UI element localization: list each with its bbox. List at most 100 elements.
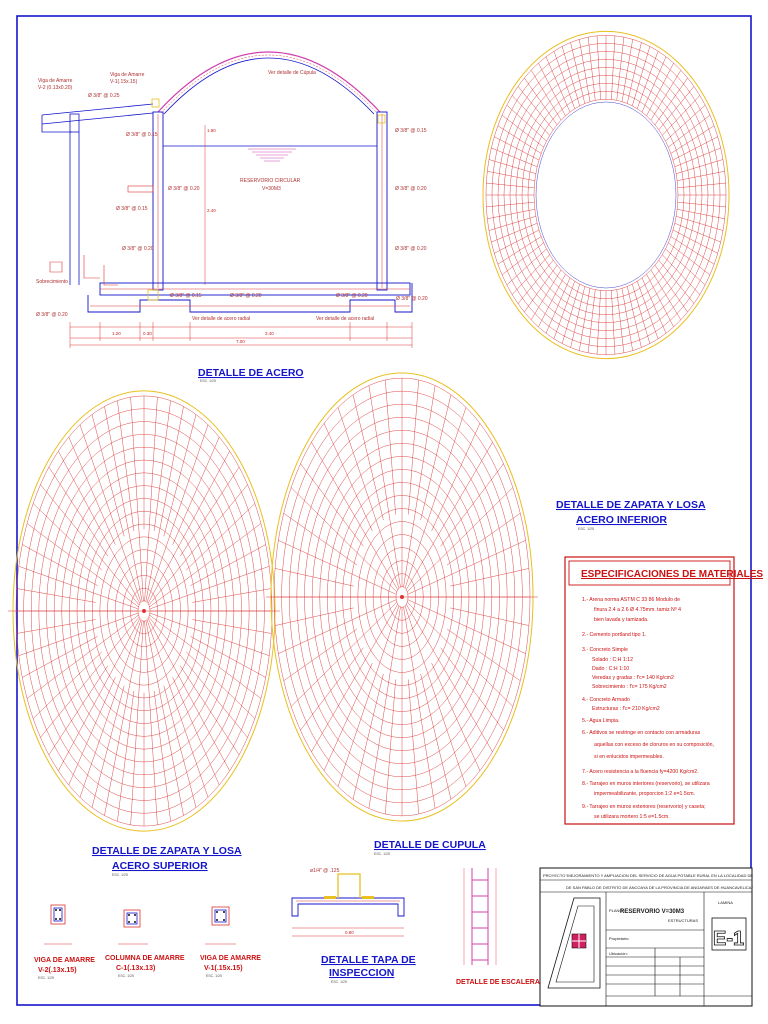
radial-bar xyxy=(501,242,544,275)
title-escalera: DETALLE DE ESCALERA xyxy=(456,979,540,986)
column-c1-dims: C-1(.13x.13) xyxy=(116,965,155,972)
radial-bar xyxy=(311,442,398,590)
radial-bar xyxy=(654,265,688,313)
radial-bar xyxy=(665,104,706,142)
radial-bar xyxy=(180,466,240,557)
ring-bar xyxy=(533,99,679,291)
tb-proyecto-2: DE SAN PABLO DE DISTRITO DE ANCOAYA DE L… xyxy=(566,885,753,890)
radial-bar xyxy=(668,242,711,275)
rebar-label: Ø 3/8" @ 0.15 xyxy=(395,128,427,134)
rebar-label: Ø 3/8" @ 0.20 xyxy=(336,293,368,299)
radial-bar xyxy=(506,248,547,286)
title-zapata-superior-2: ACERO SUPERIOR xyxy=(112,860,208,872)
title-detalle-acero: DETALLE DE ACERO xyxy=(198,367,304,379)
radial-bar xyxy=(190,544,266,586)
spec-line: 9.- Tarrajeo en muros exteriores (reserv… xyxy=(582,804,706,810)
spec-line: Veredas y gradas : f'c= 140 Kg/cm2 xyxy=(592,675,674,681)
radial-bar xyxy=(144,621,158,825)
radial-bar xyxy=(283,628,358,681)
spec-line: 3.- Concreto Simple xyxy=(582,647,628,653)
radial-bar xyxy=(487,209,535,220)
spec-line: Sobrecimiento : f'c= 175 Kg/cm2 xyxy=(592,684,667,690)
radial-bar xyxy=(18,612,139,656)
radial-bar xyxy=(385,679,396,815)
radial-bar xyxy=(632,46,651,106)
radial-bar xyxy=(491,223,538,243)
spec-line: se utilizara mortero 1:5 e=1.5cm. xyxy=(594,814,670,820)
radial-bar xyxy=(58,451,141,604)
plan-center xyxy=(142,609,146,613)
radial-bar xyxy=(621,288,633,351)
radial-bar xyxy=(497,125,542,154)
column-c1-title: COLUMNA DE AMARRE xyxy=(105,955,185,962)
beam-v2-section: VIGA DE AMARRE V-2(.13x.15) ESC. 1/25 xyxy=(34,904,95,980)
radial-bar xyxy=(450,568,529,587)
beam-v2-title: VIGA DE AMARRE xyxy=(34,957,95,964)
radial-bar xyxy=(149,566,270,610)
radial-bar xyxy=(149,523,262,608)
radial-bar xyxy=(672,136,718,161)
radial-bar xyxy=(674,147,721,167)
dim-freeboard: 1.80 xyxy=(207,128,216,133)
radial-bar xyxy=(650,269,682,320)
radial-bar xyxy=(517,259,554,304)
radial-bar xyxy=(404,407,467,589)
radial-bar xyxy=(611,35,616,100)
radial-bar xyxy=(148,616,248,738)
radial-bar xyxy=(650,70,682,121)
radial-ref-2: Ver detalle de acero radial xyxy=(316,316,374,322)
radial-bar xyxy=(153,400,171,532)
radial-bar xyxy=(545,56,571,113)
radial-bar xyxy=(517,86,554,131)
right-wall xyxy=(376,111,388,291)
radial-bar xyxy=(68,436,116,545)
radial-bar xyxy=(486,201,535,208)
scale-note: ESC. 1/25 xyxy=(206,974,222,978)
tb-ubicacion: Ubicación: xyxy=(609,951,628,956)
dim-inner: 3.40 xyxy=(265,331,274,336)
radial-bar xyxy=(637,51,659,109)
radial-ref-1: Ver detalle de acero radial xyxy=(192,316,250,322)
beam-v1-title: VIGA DE AMARRE xyxy=(200,955,261,962)
radial-bar xyxy=(368,606,401,809)
radial-bar xyxy=(530,70,562,121)
radial-bar xyxy=(146,424,209,603)
sheet-frame xyxy=(16,15,752,1006)
radial-bar xyxy=(553,281,575,339)
radial-bar xyxy=(670,125,715,154)
radial-bar xyxy=(487,170,535,181)
spec-line: bien lavada y tamizada. xyxy=(594,617,649,623)
radial-bar xyxy=(144,397,158,601)
dome-steel-plan xyxy=(266,372,538,822)
radial-bar xyxy=(117,400,135,532)
radial-bar xyxy=(494,229,540,254)
spec-line: impermeabilizante, proporcion 1:2 e=1.5c… xyxy=(594,791,695,797)
radial-bar xyxy=(407,599,526,654)
scale-note: ESC. 1/25 xyxy=(118,974,134,978)
beam-v1-dims: V-1(.15x.15) xyxy=(204,965,243,972)
title-zapata-inferior-1: DETALLE DE ZAPATA Y LOSA xyxy=(556,499,706,511)
radial-bar xyxy=(22,636,98,678)
spec-line: finura 2.4 a 2.6 Ø 4.75mm. tamiz Nº 4 xyxy=(594,607,681,613)
radial-bar xyxy=(587,37,596,101)
radial-bar xyxy=(91,414,125,537)
radial-bar xyxy=(632,284,651,344)
tb-sheet-code: E-1 xyxy=(713,928,744,950)
radial-bar xyxy=(172,677,220,786)
scale-note: ESC. 1/25 xyxy=(112,873,128,877)
radial-bar xyxy=(538,274,566,327)
radial-bar xyxy=(446,513,521,566)
radial-bar xyxy=(538,63,566,116)
radial-bar xyxy=(637,281,659,339)
dome-reference: Ver detalle de Cúpula xyxy=(268,70,316,76)
spec-line: si en enlucidos impermeables. xyxy=(594,754,664,760)
radial-bar xyxy=(26,523,139,608)
tapa-dim: 0.80 xyxy=(345,930,354,935)
inspection-cover-detail: 0.80 ø1/4" @ .125 DETALLE TAPA DE INSPEC… xyxy=(291,868,416,984)
radial-bar xyxy=(431,423,481,532)
dim-wall: 0.30 xyxy=(143,331,152,336)
tb-especialidad: ESTRUCTURAS xyxy=(668,918,698,923)
radial-bar xyxy=(275,568,354,587)
radial-bar xyxy=(407,601,514,707)
